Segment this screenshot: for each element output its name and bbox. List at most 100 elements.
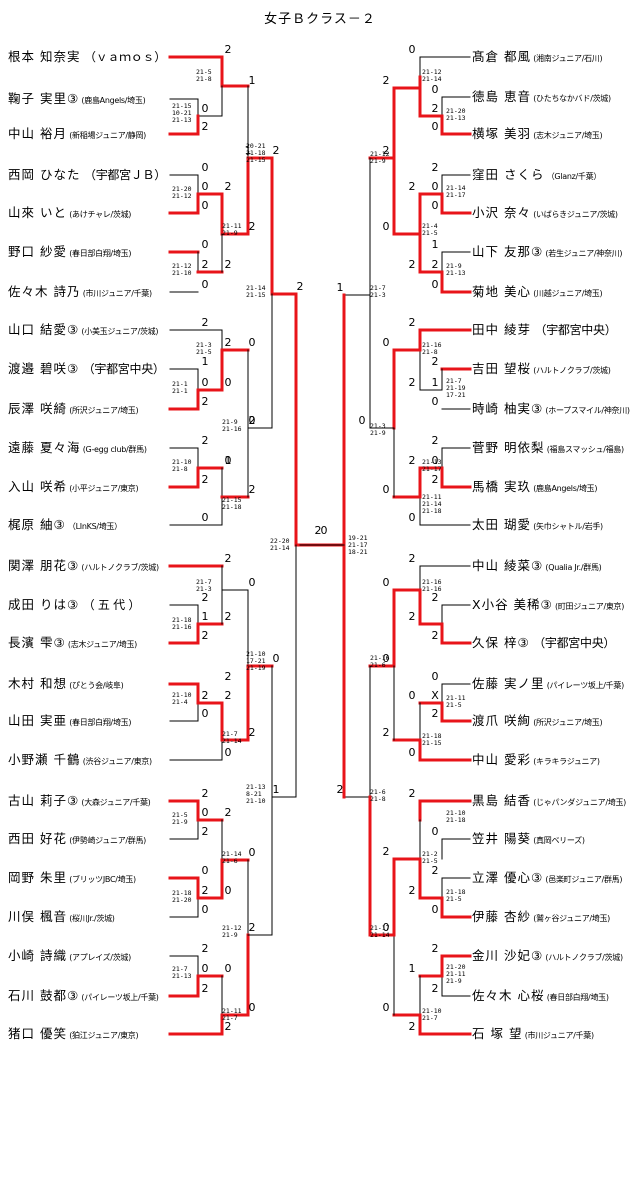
- player-club: (所沢ジュニア/埼玉): [530, 718, 603, 727]
- player-name: 佐藤 実ノ里: [472, 676, 545, 691]
- player-name: 鞠子 実里③: [8, 91, 80, 106]
- round-score-58: 0: [202, 962, 209, 975]
- game-score-92: 21-8: [370, 795, 386, 803]
- round-score-44: 2: [249, 726, 256, 739]
- game-score-69: 21-8: [422, 348, 438, 356]
- round-score-104: 0: [409, 746, 416, 759]
- game-score-39: 21-13: [246, 783, 266, 791]
- round-score-64: 2: [383, 74, 390, 87]
- game-score-32: 21-10: [246, 650, 266, 658]
- round-score-62: 2: [225, 1020, 232, 1033]
- game-score-14: 21-14: [246, 284, 266, 292]
- round-score-35: 0: [249, 576, 256, 589]
- player-name: 佐々木 心桜: [472, 988, 545, 1003]
- player-club: (小平ジュニア/東京): [66, 484, 139, 493]
- round-score-20: 0: [202, 376, 209, 389]
- player-entry: 岡野 朱里 (ブリッツJBC/埼玉): [8, 868, 136, 886]
- player-club: （ 五 代 ）: [79, 598, 141, 612]
- game-score-1: 21-8: [196, 75, 212, 83]
- player-name: 小沢 奈々: [472, 205, 531, 220]
- round-score-24: 2: [202, 434, 209, 447]
- player-name: 石 塚 望: [472, 1026, 523, 1041]
- page-title: 女子Ｂクラス－２: [264, 12, 376, 27]
- player-club: （ｖａｍｏｓ）: [80, 50, 166, 64]
- player-club: (あけチャレ/茨城): [66, 210, 132, 219]
- round-score-86: 2: [432, 434, 439, 447]
- player-club: (渋谷ジュニア/東京): [80, 757, 152, 766]
- game-score-33: 17-21: [246, 657, 266, 665]
- player-name: 佐々木 詩乃: [8, 284, 81, 299]
- player-entry: 小野瀬 千鶴 (渋谷ジュニア/東京): [8, 750, 152, 768]
- player-club: （LInKS/埼玉）: [65, 522, 122, 531]
- player-name: 笠井 陽葵: [472, 831, 531, 846]
- player-club: （宇都宮中央）: [529, 636, 616, 650]
- round-score-52: 0: [202, 864, 209, 877]
- round-score-114: 1: [409, 962, 416, 975]
- round-score-12: 2: [202, 258, 209, 271]
- player-name: 西田 好花: [8, 831, 67, 846]
- player-name: 長濱 雫③: [8, 635, 66, 650]
- round-score-59: 2: [202, 982, 209, 995]
- game-score-37: 21-7: [222, 730, 238, 738]
- round-score-18: 2: [225, 336, 232, 349]
- game-score-63: 21-5: [422, 229, 438, 237]
- round-score-28: 0: [202, 511, 209, 524]
- player-club: (大森ジュニア/千葉): [79, 798, 151, 807]
- player-name: 中山 綾菜③: [472, 558, 544, 573]
- round-score-99: 0: [432, 670, 439, 683]
- game-score-61: 21-17: [446, 191, 466, 199]
- player-name: 窪田 さくら: [472, 167, 545, 182]
- game-score-55: 21-14: [422, 75, 442, 83]
- player-name: 立澤 優心③: [472, 870, 544, 885]
- game-score-52: 21-11: [222, 1007, 242, 1015]
- game-score-103: 21-9: [446, 977, 462, 985]
- game-score-77: 21-11: [422, 493, 442, 501]
- player-entry: 佐々木 心桜 (春日部白翔/埼玉): [472, 986, 609, 1004]
- player-entry: 遠藤 夏々海 (G-egg club/群馬): [8, 438, 147, 456]
- player-club: (ハルトノクラブ/茨城): [530, 366, 611, 375]
- round-score-65: 0: [432, 83, 439, 96]
- player-club: (新稲場ジュニア/静岡): [66, 131, 147, 140]
- round-score-39: 0: [273, 652, 280, 665]
- round-score-27: 2: [249, 483, 256, 496]
- player-club: (志木ジュニア/埼玉): [65, 640, 138, 649]
- player-entry: X小谷 美稀③ (町田ジュニア/東京): [472, 595, 624, 613]
- game-score-28: 21-7: [196, 578, 212, 586]
- round-score-8: 0: [202, 199, 209, 212]
- round-score-53: 2: [202, 884, 209, 897]
- game-score-16: 21-3: [196, 341, 212, 349]
- player-name: 古山 莉子③: [8, 793, 80, 808]
- player-name: 伊藤 杏紗: [472, 909, 531, 924]
- game-score-38: 21-14: [222, 737, 242, 745]
- player-club: (若生ジュニア/神奈川): [543, 249, 623, 258]
- round-score-41: 2: [202, 689, 209, 702]
- round-score-17: 2: [202, 316, 209, 329]
- game-score-81: 21-17: [348, 541, 368, 549]
- player-entry: 川俣 楓音 (桜川Jr./茨城): [8, 907, 115, 925]
- round-score-10: 2: [249, 220, 256, 233]
- game-score-44: 21-14: [222, 850, 242, 858]
- round-score-70: 0: [432, 180, 439, 193]
- player-entry: 梶原 紬③ （LInKS/埼玉）: [8, 515, 122, 533]
- round-score-107: 0: [432, 825, 439, 838]
- game-score-91: 21-6: [370, 788, 386, 796]
- player-entry: 渡爪 咲絢 (所沢ジュニア/埼玉): [472, 711, 603, 729]
- game-score-97: 21-18: [446, 888, 466, 896]
- game-score-89: 21-18: [422, 732, 442, 740]
- player-name: 木村 和想: [8, 676, 67, 691]
- player-entry: 入山 咲希 (小平ジュニア/東京): [8, 477, 139, 495]
- player-entry: 渡邉 碧咲③ （宇都宮中央）: [8, 359, 165, 377]
- player-name: 関澤 朋花③: [8, 558, 80, 573]
- game-score-13: 21-10: [172, 269, 192, 277]
- round-score-79: 2: [409, 316, 416, 329]
- player-club: (いばらきジュニア/茨城): [530, 210, 618, 219]
- game-score-84: 21-16: [422, 585, 442, 593]
- player-club: (市川ジュニア/千葉): [80, 289, 152, 298]
- game-score-56: 21-20: [446, 107, 466, 115]
- round-score-13: 0: [202, 278, 209, 291]
- game-score-85: 21-16: [370, 654, 390, 662]
- game-score-35: 21-10: [172, 691, 192, 699]
- player-name: 馬橋 実玖: [472, 479, 531, 494]
- game-score-11: 21-9: [222, 229, 238, 237]
- round-score-36: 1: [202, 610, 209, 623]
